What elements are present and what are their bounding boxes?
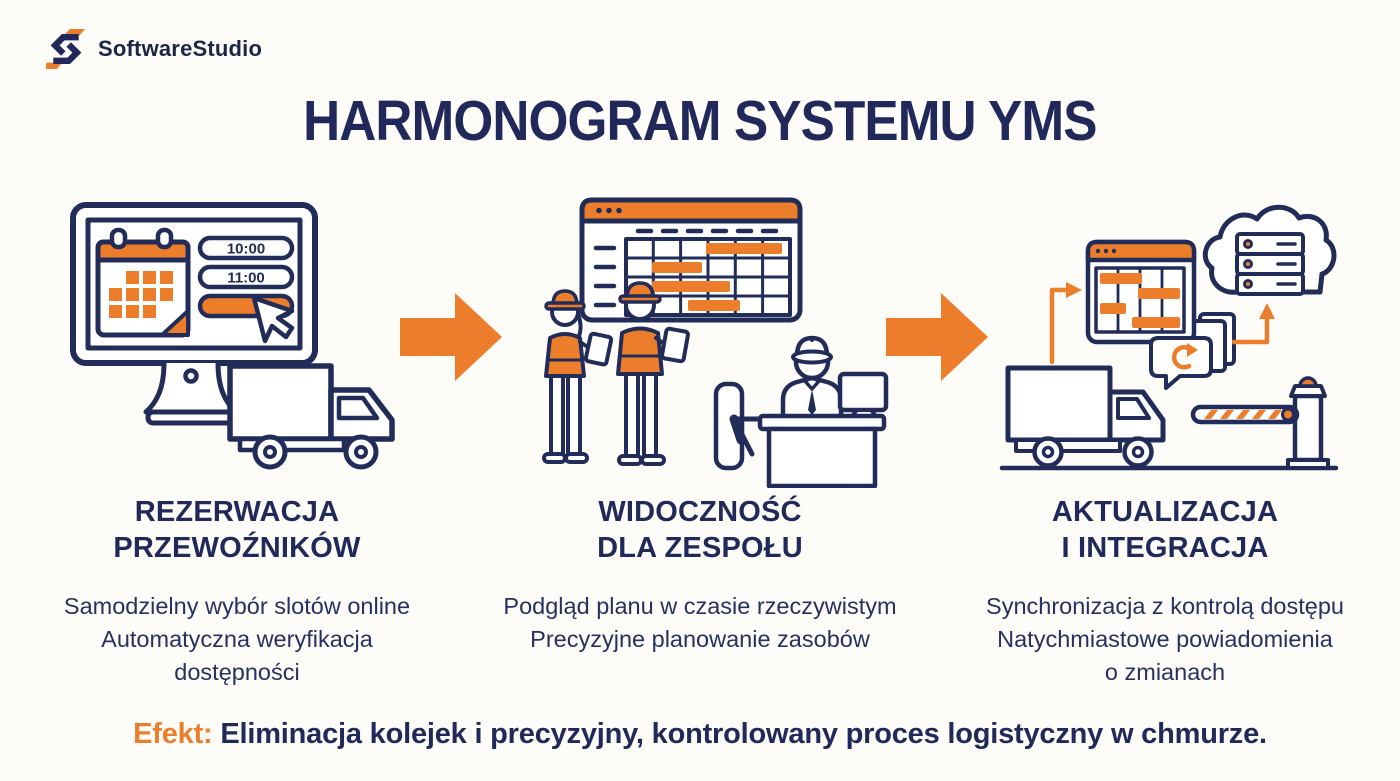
step1-heading: REZERWACJA PRZEWOŹNIKÓW [113,496,361,564]
flow-arrow-right-icon [886,293,988,381]
step2-description: Podgląd planu w czasie rzeczywistym Prec… [503,593,897,652]
team-illustration [520,188,900,488]
integration-illustration [990,190,1350,490]
step2-heading: WIDOCZNOŚĆ DLA ZESPOŁU [597,496,803,564]
page-title-wrap: HARMONOGRAM SYSTEMU YMS [0,88,1400,154]
slot-time-2: 11:00 [227,270,265,287]
softwarestudio-s-icon [46,29,86,69]
brand-logo: SoftwareStudio [46,26,262,72]
result-label: Efekt: [133,718,213,750]
page-title: HARMONOGRAM SYSTEMU YMS [303,89,1097,153]
step3-description: Synchronizacja z kontrolą dostępu Natych… [986,593,1344,685]
slot-time-1: 10:00 [227,241,265,258]
booking-illustration: 10:00 11:00 [58,192,410,484]
flow-arrow-right-icon [400,293,502,381]
brand-name: SoftwareStudio [98,36,263,61]
result-text: Eliminacja kolejek i precyzyjny, kontrol… [212,718,1267,750]
result-statement: Efekt: Eliminacja kolejek i precyzyjny, … [0,718,1400,751]
step1-description: Samodzielny wybór slotów online Automaty… [63,593,411,685]
step3-heading: AKTUALIZACJA I INTEGRACJA [1051,496,1279,564]
